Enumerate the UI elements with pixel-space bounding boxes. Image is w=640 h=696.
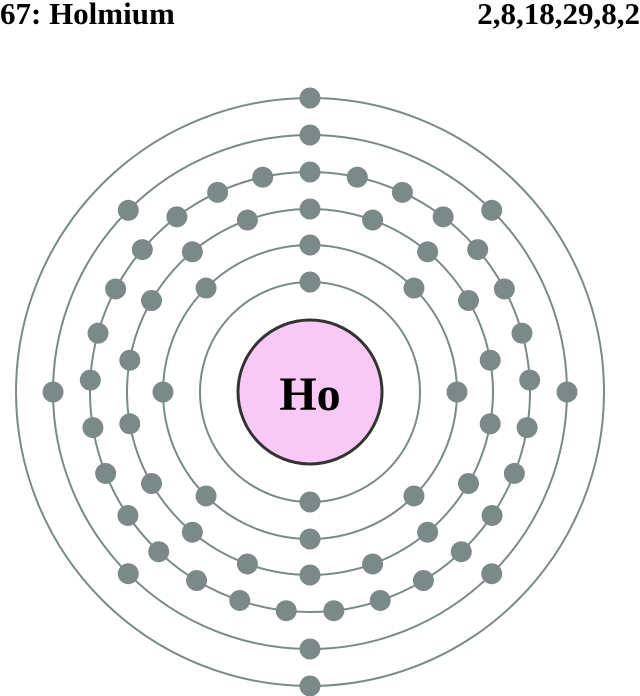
electron [362, 209, 384, 231]
electron [457, 290, 479, 311]
electron [299, 638, 321, 660]
electron [131, 239, 153, 261]
electron [119, 413, 141, 435]
electron [299, 234, 321, 256]
electron [299, 491, 321, 513]
electron [412, 570, 434, 592]
electron [503, 462, 525, 484]
electron [195, 277, 217, 299]
electron [417, 521, 439, 543]
electron [95, 462, 117, 484]
electron [493, 278, 515, 300]
electron [252, 166, 274, 188]
electron [42, 381, 64, 403]
electron [87, 322, 109, 344]
electron [186, 570, 208, 592]
electron [79, 369, 101, 391]
electron [362, 553, 384, 575]
electron [299, 528, 321, 550]
electron [556, 381, 578, 403]
element-symbol: Ho [279, 368, 340, 421]
electron [403, 277, 425, 299]
nucleus [236, 318, 384, 466]
electron [481, 563, 503, 585]
electron [391, 181, 413, 203]
electron [141, 473, 163, 494]
electron [403, 485, 425, 507]
electron [181, 241, 203, 263]
electron [299, 161, 321, 183]
electron [275, 600, 297, 622]
electron [346, 166, 368, 188]
electron [152, 381, 174, 403]
electron [299, 675, 321, 696]
electron [299, 87, 321, 109]
electron [479, 349, 501, 371]
electron [479, 413, 501, 435]
electron [467, 239, 489, 261]
electron [323, 600, 345, 622]
electron [141, 290, 163, 311]
electron [516, 417, 538, 439]
electron [148, 541, 170, 563]
electron [299, 564, 321, 586]
electron [181, 521, 203, 543]
electron [119, 349, 141, 371]
electron [299, 271, 321, 293]
electron [207, 181, 229, 203]
electron [457, 473, 479, 494]
electron [511, 322, 533, 344]
electron [519, 369, 541, 391]
electron [446, 381, 468, 403]
electron [117, 199, 139, 221]
electron [117, 504, 139, 526]
electron [299, 198, 321, 220]
electrons [42, 87, 578, 696]
electron [82, 417, 104, 439]
electron-configuration: 2,8,18,29,8,2 [477, 0, 640, 31]
electron [417, 241, 439, 263]
electron [481, 504, 503, 526]
electron [299, 124, 321, 146]
electron [105, 278, 127, 300]
electron [450, 541, 472, 563]
electron [166, 206, 188, 228]
electron [236, 209, 258, 231]
electron [369, 589, 391, 611]
element-title: 67: Holmium [0, 0, 175, 31]
electron [117, 563, 139, 585]
electron [195, 485, 217, 507]
electron [481, 199, 503, 221]
electron [229, 589, 251, 611]
electron [236, 553, 258, 575]
electron [432, 206, 454, 228]
